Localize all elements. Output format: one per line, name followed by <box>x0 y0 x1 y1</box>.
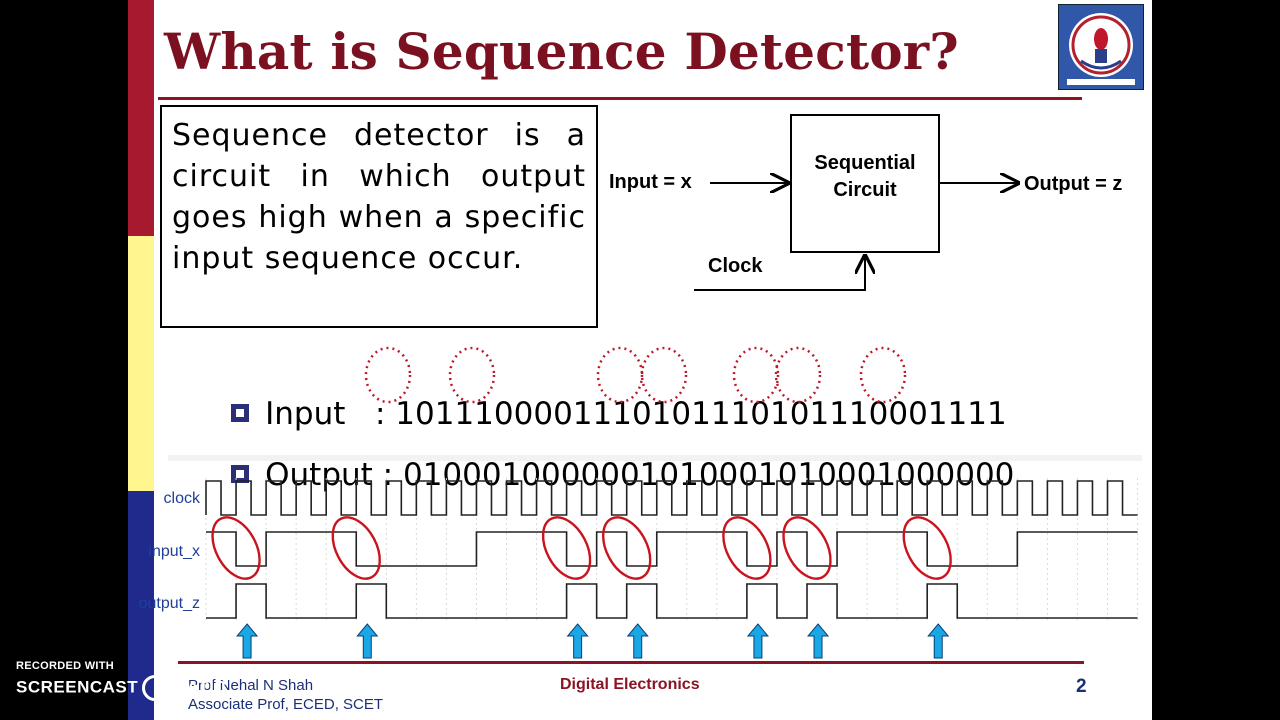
signal-label-input-x: input_x <box>148 543 200 560</box>
side-bar-yellow <box>128 236 154 491</box>
output-pulse-arrow-icon <box>236 623 259 659</box>
definition-text: Sequence detector is a circuit in which … <box>172 118 586 276</box>
screencast-watermark: RECORDED WITH SCREENCAST MATIC <box>16 660 227 701</box>
output-pulse-arrow-icon <box>356 623 379 659</box>
detection-ellipse <box>722 516 772 580</box>
output-separator: : <box>372 457 394 493</box>
output-pulse-arrow-icon <box>806 623 830 659</box>
output-pulse-arrow-icon <box>566 623 589 659</box>
output-pulse-arrow-icon <box>927 623 950 659</box>
bullet-square-icon <box>231 403 250 422</box>
screencast-logo-icon <box>142 675 169 701</box>
watermark-line1: RECORDED WITH <box>16 660 115 672</box>
detection-ellipse <box>331 516 381 580</box>
signal-label-clock: clock <box>164 490 201 507</box>
detection-ellipse <box>541 516 592 580</box>
watermark-line2: SCREENCAST MATIC <box>16 675 227 701</box>
page-number: 2 <box>1076 676 1087 697</box>
sequential-circuit-label: Sequential Circuit <box>814 152 916 201</box>
output-z-waveform <box>206 583 1138 619</box>
output-z-label: Output = z <box>1024 173 1123 195</box>
side-bar-red <box>128 0 154 236</box>
detection-ellipse <box>602 516 652 580</box>
slide: What is Sequence Detector? Sequence dete… <box>128 0 1152 720</box>
input-label: Input <box>265 396 346 432</box>
block-diagram <box>694 0 1152 291</box>
input-x-label: Input = x <box>609 171 692 193</box>
output-pulse-arrow-icon <box>746 623 769 659</box>
timing-diagram: clock input_x output_z <box>139 455 1142 659</box>
slide-title: What is Sequence Detector? <box>164 22 959 81</box>
input-x-waveform <box>206 531 1138 567</box>
footer-rule <box>178 661 1084 664</box>
output-pulse-arrow-icon <box>626 623 649 659</box>
watermark-brand-b: MATIC <box>172 677 228 697</box>
clock-waveform <box>205 480 1138 516</box>
author-credit: Prof Nehal N Shah Associate Prof, ECED, … <box>188 677 384 713</box>
definition-box: Sequence detector is a circuit in which … <box>160 105 598 328</box>
clock-arrow <box>694 256 865 291</box>
detection-ellipse <box>902 516 952 580</box>
course-name: Digital Electronics <box>560 676 700 693</box>
watermark-brand-a: SCREENCAST <box>16 677 139 697</box>
detection-ellipse <box>211 516 261 580</box>
title-underline <box>158 97 1082 100</box>
input-separator: : <box>345 396 386 432</box>
clock-label: Clock <box>708 255 763 277</box>
output-label: Output <box>265 457 373 493</box>
sequential-circuit-box: Sequential Circuit <box>790 114 940 253</box>
signal-label-output-z: output_z <box>139 595 200 612</box>
detection-ellipse <box>782 516 832 580</box>
college-logo <box>1058 4 1144 90</box>
